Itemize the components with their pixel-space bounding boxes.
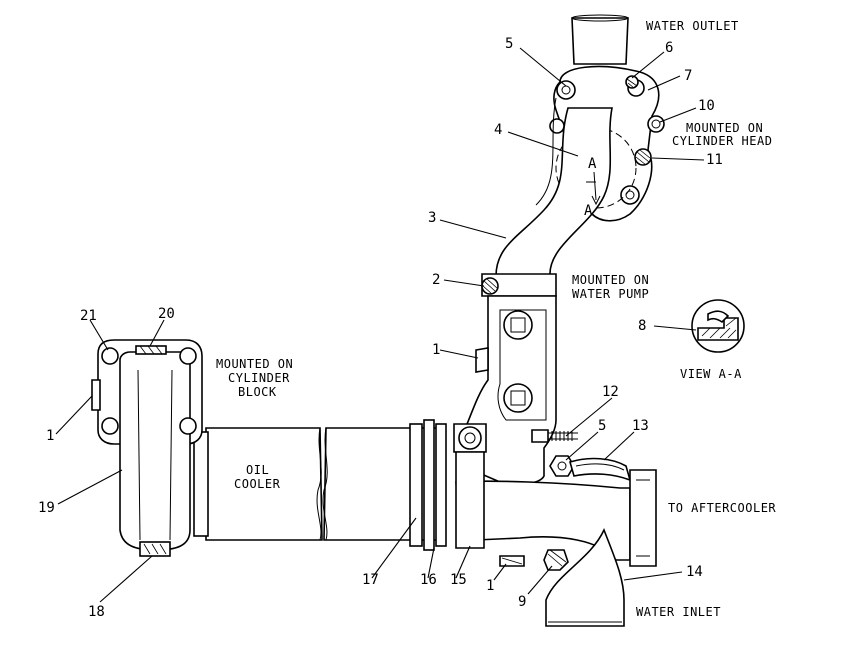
connector-boss-15 xyxy=(453,423,487,549)
callout-13: 13 xyxy=(632,418,649,434)
bolt-boss-mid-left xyxy=(549,118,565,134)
callout-5-bottom: 5 xyxy=(598,418,606,434)
callout-1-block: 1 xyxy=(46,428,54,444)
callout-1-bottom: 1 xyxy=(486,578,494,594)
oil-cooler-bonnet-19 xyxy=(91,339,203,557)
label-mounted-water-pump-1: MOUNTED ON xyxy=(572,273,649,287)
bracket-13 xyxy=(569,457,632,482)
label-mounted-cylinder-head-2: CYLINDER HEAD xyxy=(672,134,772,148)
label-mounted-cylinder-block-1: MOUNTED ON xyxy=(216,357,293,371)
callout-9: 9 xyxy=(518,594,526,610)
section-a-marker-top: A xyxy=(588,156,597,172)
bolt-boss-top-left xyxy=(556,80,576,100)
label-mounted-cylinder-block-2: CYLINDER xyxy=(228,371,290,385)
bolt-11-icon xyxy=(634,148,652,166)
callout-18: 18 xyxy=(88,604,105,620)
clamp-bolt-2-icon xyxy=(481,277,499,295)
callout-5-top: 5 xyxy=(505,36,513,52)
label-to-aftercooler: TO AFTERCOOLER xyxy=(668,501,776,515)
callout-7: 7 xyxy=(684,68,692,84)
label-oil-cooler-1: OIL xyxy=(246,463,269,477)
bolt-boss-mid-right xyxy=(647,115,665,133)
bolt-12 xyxy=(531,429,578,443)
clamp-band-16-17 xyxy=(409,419,447,551)
callout-11: 11 xyxy=(706,152,723,168)
label-mounted-cylinder-block-3: BLOCK xyxy=(238,385,277,399)
callout-2: 2 xyxy=(432,272,440,288)
callout-8: 8 xyxy=(638,318,646,334)
callout-12: 12 xyxy=(602,384,619,400)
callout-15: 15 xyxy=(450,572,467,588)
callout-1-pump: 1 xyxy=(432,342,440,358)
callout-4: 4 xyxy=(494,122,502,138)
hex-9 xyxy=(543,549,569,571)
callout-20: 20 xyxy=(158,306,175,322)
leader-lines xyxy=(55,47,705,603)
label-oil-cooler-2: COOLER xyxy=(234,477,281,491)
plug-20-icon xyxy=(135,345,167,355)
view-a-a-inset xyxy=(691,299,745,353)
callout-6: 6 xyxy=(665,40,673,56)
square-port-upper xyxy=(503,310,533,340)
label-mounted-water-pump-2: WATER PUMP xyxy=(572,287,649,301)
callout-16: 16 xyxy=(420,572,437,588)
lower-manifold xyxy=(455,469,657,627)
callout-19: 19 xyxy=(38,500,55,516)
label-water-outlet: WATER OUTLET xyxy=(646,19,739,33)
square-port-lower xyxy=(503,383,533,413)
section-a-marker-bottom: A xyxy=(584,203,593,219)
bolt-5-hex xyxy=(549,455,575,477)
callout-3: 3 xyxy=(428,210,436,226)
callout-17: 17 xyxy=(362,572,379,588)
label-mounted-cylinder-head-1: MOUNTED ON xyxy=(686,121,763,135)
drain-plug-18-icon xyxy=(139,541,171,557)
clamp-band-left xyxy=(193,431,209,537)
callout-21: 21 xyxy=(80,308,97,324)
callout-10: 10 xyxy=(698,98,715,114)
bolt-boss-lower-right xyxy=(620,185,640,205)
callout-14: 14 xyxy=(686,564,703,580)
bolt-6-icon xyxy=(625,75,639,89)
label-water-inlet: WATER INLET xyxy=(636,605,721,619)
label-view-a-a: VIEW A-A xyxy=(680,367,742,381)
